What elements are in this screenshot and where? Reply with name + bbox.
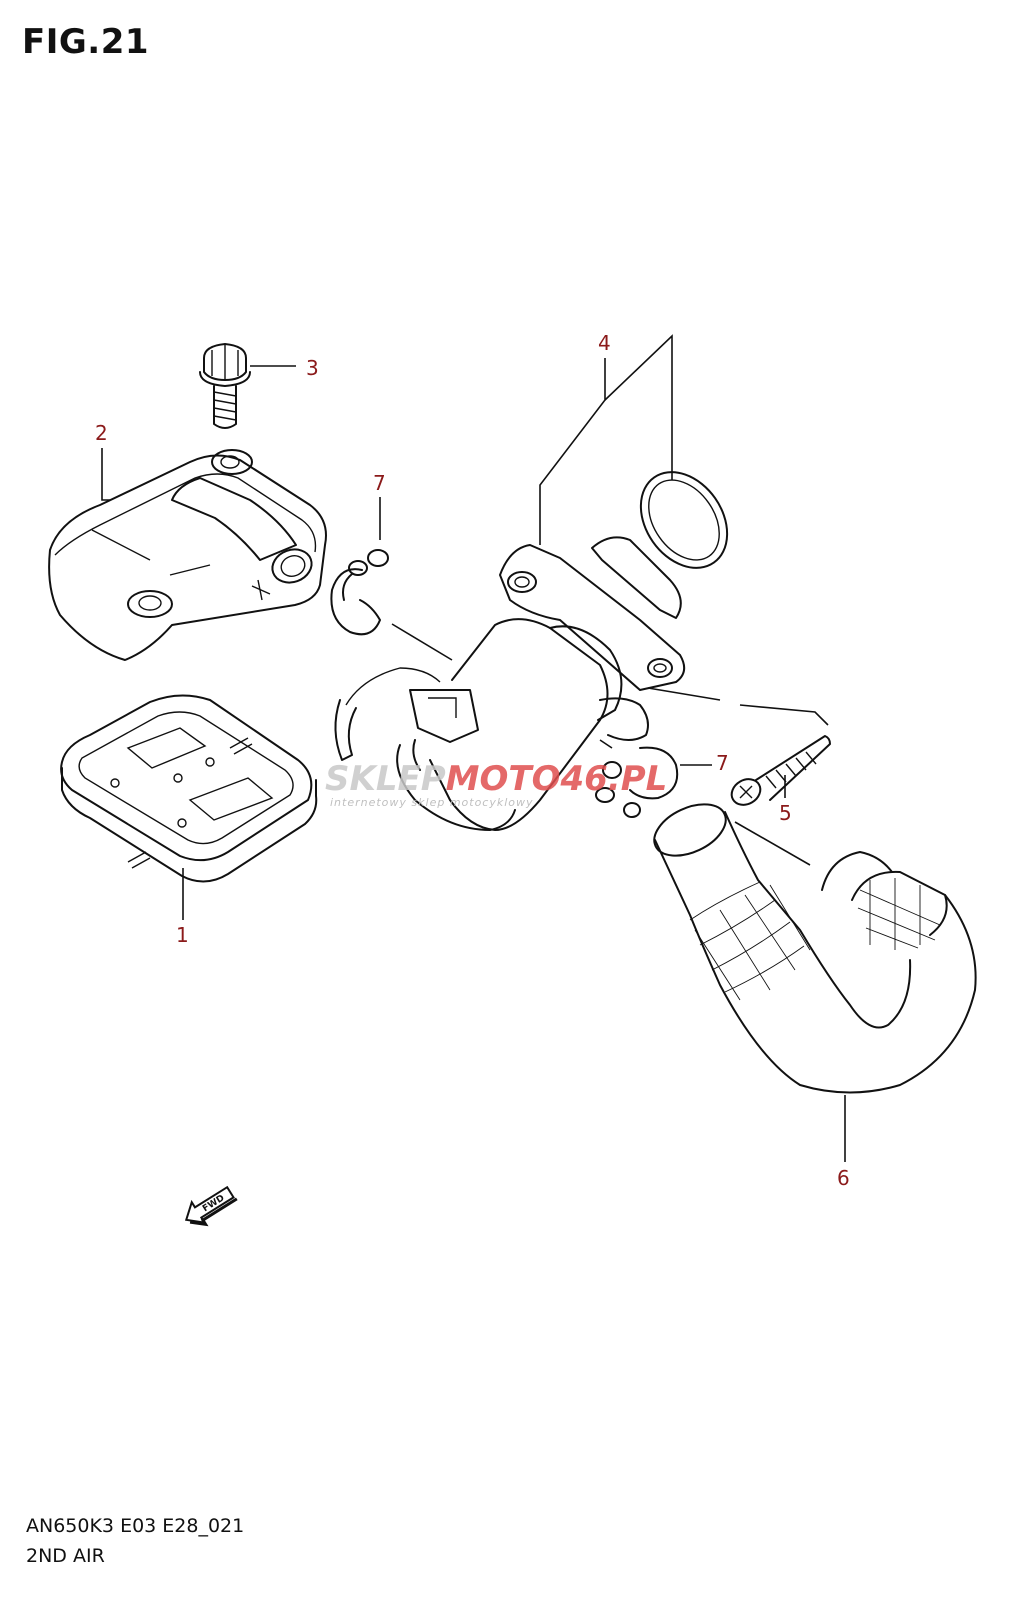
callout-3: 3 [306, 356, 319, 380]
fwd-arrow-icon: FWD [184, 1185, 238, 1227]
watermark: SKLEPMOTO46.PL internetowy sklep motocyk… [325, 759, 667, 809]
leader-lines [101, 334, 846, 1162]
watermark-tagline: internetowy sklep motocyklowy [330, 796, 534, 809]
part-6-hose[interactable] [646, 794, 977, 1094]
callout-2: 2 [95, 421, 108, 445]
callouts: 1 2 3 4 5 6 7 7 [95, 331, 850, 1190]
figure-title: FIG.21 [22, 22, 150, 62]
callout-4: 4 [598, 331, 611, 355]
figure-name: 2ND AIR [26, 1545, 105, 1567]
part-3-bolt[interactable] [199, 343, 251, 429]
callout-1: 1 [176, 923, 189, 947]
part-7-clip-lower[interactable] [595, 746, 679, 818]
part-2-cover[interactable] [48, 449, 327, 661]
callout-5: 5 [779, 801, 792, 825]
callout-7-lower: 7 [716, 751, 729, 775]
callout-7-upper: 7 [373, 471, 386, 495]
model-code: AN650K3 E03 E28_021 [26, 1515, 245, 1537]
callout-6: 6 [837, 1166, 850, 1190]
part-7-clip-upper[interactable] [330, 549, 389, 636]
part-4-valve[interactable] [334, 456, 744, 831]
part-1-gasket[interactable] [60, 694, 318, 883]
part-5-screw[interactable] [727, 735, 831, 810]
watermark-brand: SKLEPMOTO46.PL [325, 759, 667, 799]
